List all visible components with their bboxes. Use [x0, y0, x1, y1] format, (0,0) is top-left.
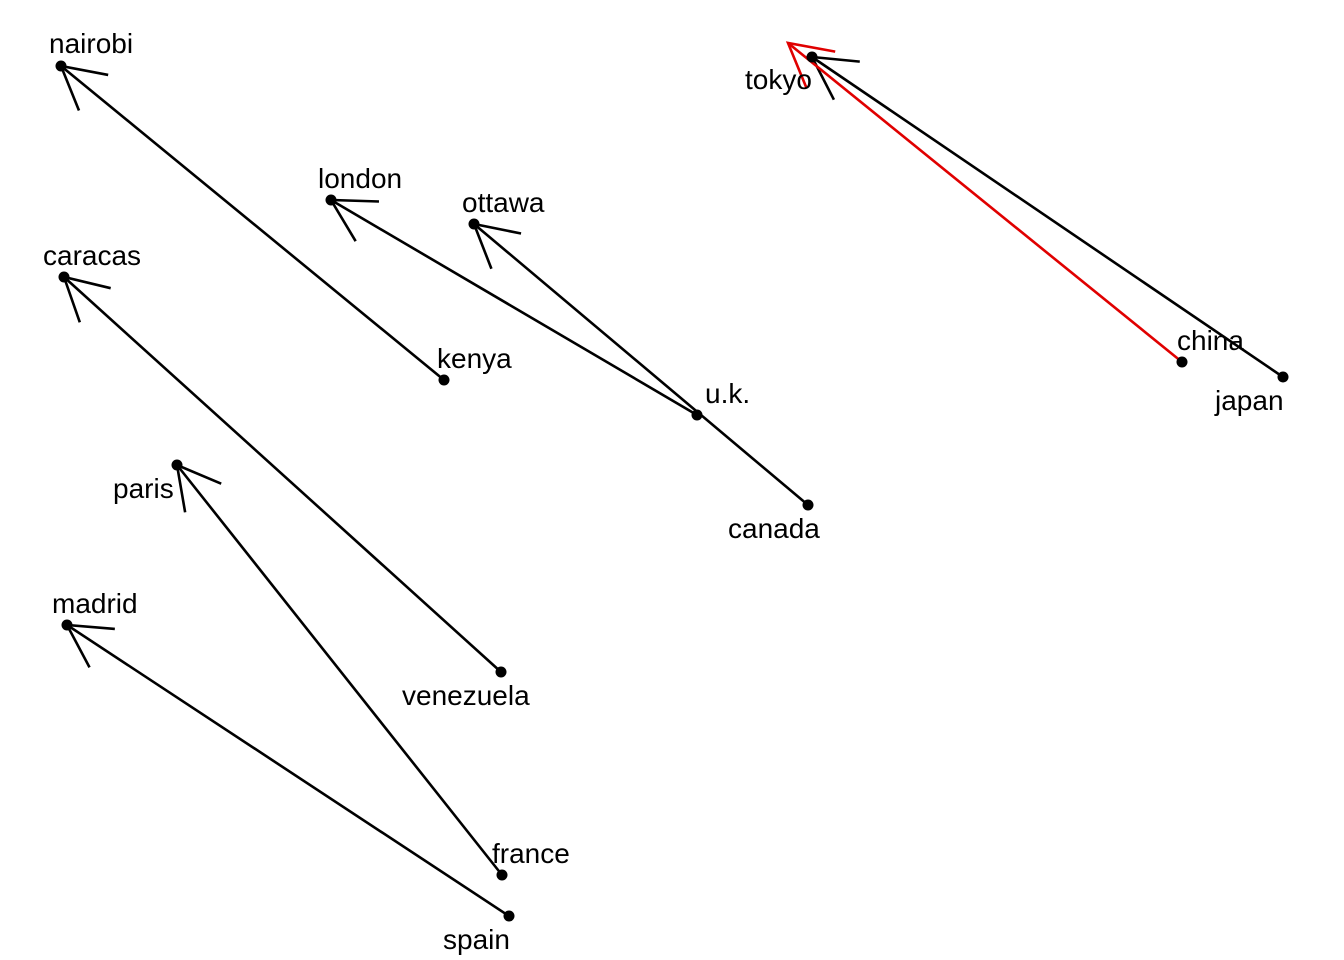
labels-layer: nairobi kenya london u.k. ottawa canada caraca… — [43, 28, 1284, 955]
node-london — [325, 194, 337, 206]
label-london: london — [318, 163, 402, 194]
label-japan: japan — [1214, 385, 1284, 416]
edge-japan-to-tokyo-line — [811, 55, 1284, 379]
node-china — [1176, 356, 1188, 368]
label-nairobi: nairobi — [49, 28, 133, 59]
edge-uk-to-london-line — [330, 198, 698, 417]
node-uk — [691, 409, 703, 421]
edge-kenya-to-nairobi-line — [60, 64, 445, 382]
edge-uk-to-london-arrowhead — [328, 198, 380, 242]
node-kenya — [438, 374, 450, 386]
node-ottawa — [468, 218, 480, 230]
edge-china-to-prediction — [785, 41, 1183, 364]
edges-layer — [58, 41, 1284, 918]
label-ottawa: ottawa — [462, 187, 545, 218]
node-tokyo — [806, 51, 818, 63]
edge-canada-to-ottawa-line — [473, 223, 809, 506]
edge-venezuela-to-caracas-line — [63, 276, 502, 673]
edge-kenya-to-nairobi — [58, 64, 445, 382]
label-france: france — [492, 838, 570, 869]
edge-china-to-prediction-line — [787, 41, 1183, 364]
edge-china-to-prediction-arrowhead — [785, 41, 836, 88]
edge-canada-to-ottawa — [471, 222, 809, 506]
node-japan — [1277, 371, 1289, 383]
node-madrid — [61, 619, 73, 631]
label-kenya: kenya — [437, 343, 512, 374]
node-caracas — [58, 271, 70, 283]
node-france — [496, 869, 508, 881]
label-paris: paris — [113, 473, 174, 504]
node-spain — [503, 910, 515, 922]
label-spain: spain — [443, 924, 510, 955]
edge-france-to-paris-line — [175, 464, 504, 876]
label-china: china — [1177, 325, 1244, 356]
label-canada: canada — [728, 513, 820, 544]
edge-spain-to-madrid-line — [66, 623, 510, 918]
node-paris — [171, 459, 183, 471]
edge-spain-to-madrid — [64, 623, 510, 918]
node-nairobi — [55, 60, 67, 72]
nodes-layer — [55, 51, 1289, 922]
label-uk: u.k. — [705, 378, 750, 409]
label-madrid: madrid — [52, 588, 138, 619]
label-venezuela: venezuela — [402, 680, 530, 711]
edge-spain-to-madrid-arrowhead — [64, 623, 115, 668]
node-canada — [802, 499, 814, 511]
label-tokyo: tokyo — [745, 64, 812, 95]
node-venezuela — [495, 666, 507, 678]
label-caracas: caracas — [43, 240, 141, 271]
